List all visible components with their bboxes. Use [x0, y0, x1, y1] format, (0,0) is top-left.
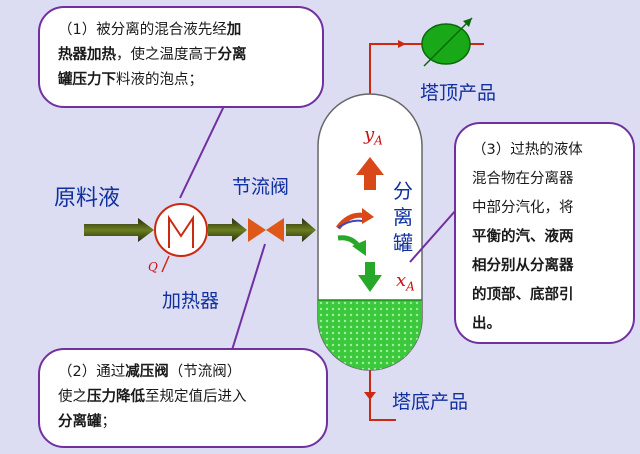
- math-sub: A: [374, 133, 383, 148]
- callout-heating-step: （1）被分离的混合液先经加 热器加热，使之温度高于分离 罐压力下料液的泡点；: [38, 6, 324, 108]
- separator-vessel-label: 分离罐: [393, 179, 413, 255]
- curved-vapor-arrowhead: [362, 208, 374, 224]
- text-span: 料液的泡点；: [116, 72, 203, 88]
- vapor-composition-label: yA: [364, 124, 383, 148]
- callout-3-line-1: （3）过热的液体: [472, 142, 583, 158]
- callout-3-line-3: 中部分汽化，将: [472, 200, 574, 216]
- liquid-level: [318, 300, 422, 370]
- heat-q-label: Q: [148, 260, 158, 274]
- bold-span: 加: [226, 22, 242, 38]
- throttle-valve-label: 节流阀: [232, 176, 290, 198]
- liquid-down-arrow: [358, 262, 382, 292]
- top-product-label: 塔顶产品: [420, 82, 497, 104]
- curved-vapor-arrow-back: [337, 219, 363, 229]
- math-sub: A: [406, 279, 415, 294]
- callout-2-line-1: （2）通过减压阀（节流阀）: [58, 360, 316, 385]
- bold-span: 出。: [472, 316, 501, 332]
- math-main: x: [396, 270, 407, 291]
- bold-span: 罐压力下: [58, 72, 116, 88]
- bold-span: 减压阀: [125, 364, 169, 380]
- bottom-product-label: 塔底产品: [392, 391, 469, 413]
- text-span: ；: [101, 414, 117, 430]
- callout-2-line-2: 使之压力降低至规定值后进入: [58, 385, 316, 410]
- bold-span: 热器加热: [58, 47, 116, 63]
- liquid-composition-label: xA: [396, 270, 415, 294]
- heater-icon: [154, 203, 208, 257]
- callout-3-line-5: 相分别从分离器: [472, 252, 627, 281]
- heat-input-arrow: [161, 255, 170, 273]
- bold-span: 平衡的汽、液两: [472, 229, 574, 245]
- callout-vaporization-step: （3）过热的液体 混合物在分离器 中部分汽化，将 平衡的汽、液两 相分别从分离器…: [454, 122, 635, 344]
- callout-1-line-1: （1）被分离的混合液先经加: [58, 18, 310, 43]
- throttle-valve-icon-right: [266, 218, 284, 242]
- callout-3-line-2: 混合物在分离器: [472, 171, 574, 187]
- math-main: y: [364, 124, 375, 145]
- throttle-valve-icon: [248, 218, 266, 242]
- bold-span: 分离: [217, 47, 247, 63]
- callout-1-line-2: 热器加热，使之温度高于分离: [58, 43, 310, 68]
- text-span: （2）通过: [58, 364, 126, 380]
- vapor-up-arrow: [356, 157, 384, 190]
- bottom-product-pipe: [369, 368, 396, 421]
- heater-label: 加热器: [162, 290, 220, 312]
- bold-span: 压力降低: [87, 389, 145, 405]
- text-span: （1）被分离的混合液先经: [58, 22, 227, 38]
- feed-arrow-3: [286, 218, 316, 242]
- feed-arrow-1: [84, 218, 154, 242]
- condenser-diagonal-arrow: [423, 17, 473, 67]
- bold-span: 的顶部、底部引: [472, 287, 574, 303]
- heater-coil: [168, 214, 194, 248]
- top-pipe-arrowhead: [398, 40, 406, 48]
- bold-span: 分离罐: [58, 414, 102, 430]
- feed-liquid-label: 原料液: [54, 186, 121, 211]
- bottom-pipe-arrowhead: [364, 392, 376, 400]
- text-span: 至规定值后进入: [145, 389, 247, 405]
- text-span: （节流阀）: [168, 364, 242, 380]
- condenser-arrowhead: [463, 18, 472, 27]
- callout-1-pointer: [179, 105, 225, 199]
- callout-2-pointer: [231, 243, 266, 351]
- callout-3-line-7: 出。: [472, 310, 627, 339]
- callout-3-line-6: 的顶部、底部引: [472, 281, 627, 310]
- feed-arrow-2: [208, 218, 247, 242]
- text-span: ，使之温度高于: [116, 47, 218, 63]
- callout-3-pointer: [409, 209, 457, 263]
- callout-1-line-3: 罐压力下料液的泡点；: [58, 68, 310, 93]
- bold-span: 相分别从分离器: [472, 258, 574, 274]
- callout-2-line-3: 分离罐；: [58, 410, 316, 435]
- text-span: 使之: [58, 389, 87, 405]
- curved-liquid-arrowhead: [352, 240, 366, 256]
- callout-3-line-4: 平衡的汽、液两: [472, 223, 627, 252]
- callout-throttling-step: （2）通过减压阀（节流阀） 使之压力降低至规定值后进入 分离罐；: [38, 348, 328, 448]
